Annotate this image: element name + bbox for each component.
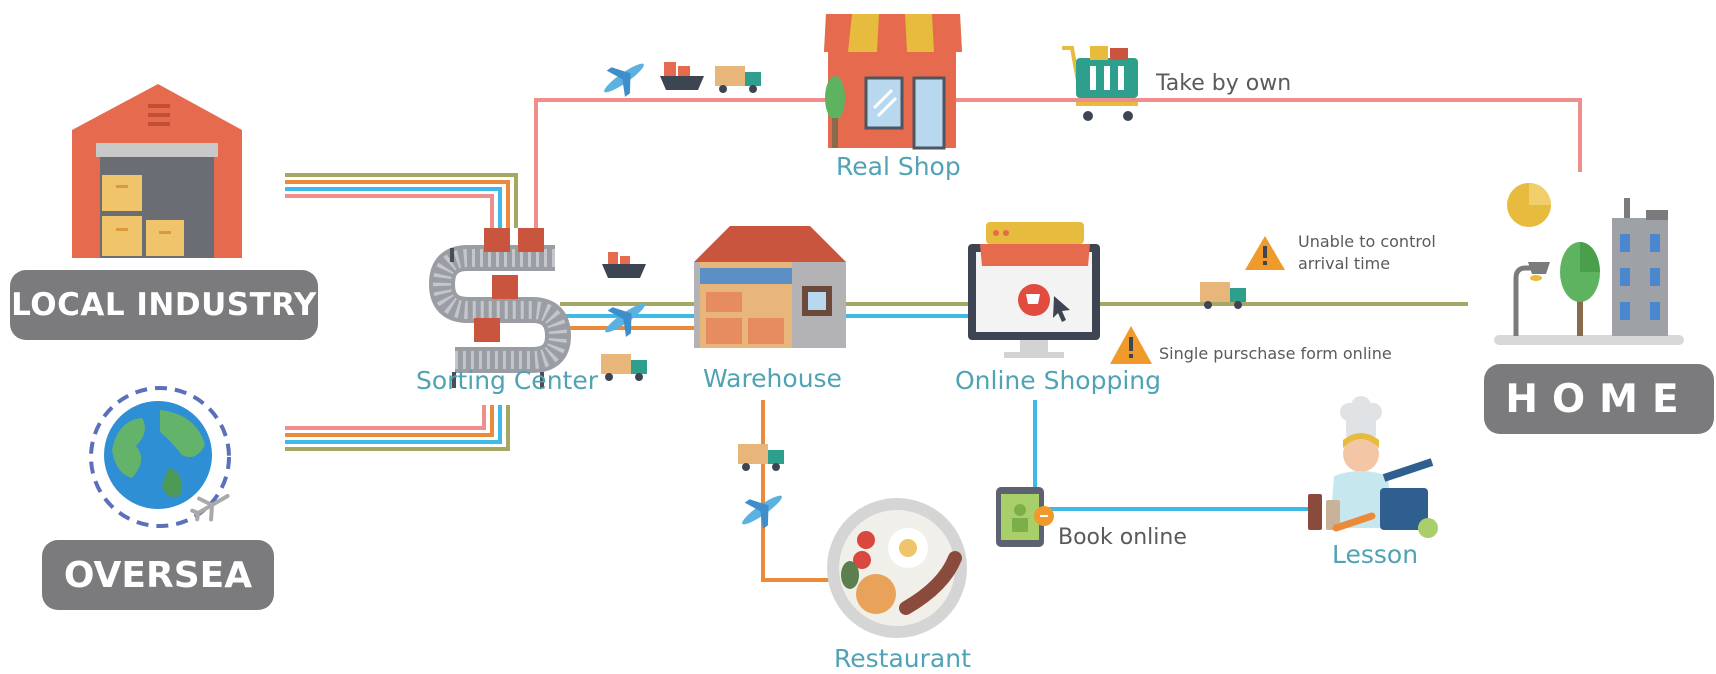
ship-icon — [602, 252, 646, 278]
airplane-icon — [742, 495, 782, 529]
take-by-own-label: Take by own — [1156, 71, 1292, 96]
line-oversea-pink — [285, 405, 486, 430]
plate-icon — [827, 498, 967, 638]
warehouse-label: Warehouse — [703, 364, 842, 393]
local-industry-badge: LOCAL INDUSTRY — [10, 270, 318, 340]
airplane-icon — [605, 303, 645, 337]
single-purchase-note: Single purschase form online — [1159, 344, 1392, 363]
shop-icon — [824, 14, 962, 150]
unable-control-note: Unable to control arrival time — [1298, 232, 1436, 273]
airplane-icon — [604, 63, 644, 97]
oversea-label: OVERSEA — [63, 554, 253, 596]
real-shop-label: Real Shop — [836, 152, 961, 181]
truck-icon — [738, 444, 784, 471]
truck-icon — [715, 66, 761, 93]
oversea-badge: OVERSEA — [42, 540, 274, 610]
chef-icon — [1308, 396, 1438, 538]
factory-icon — [72, 84, 242, 258]
line-local-orange — [285, 180, 510, 228]
line-oversea-blue — [285, 405, 502, 444]
line-local-pink — [285, 194, 494, 228]
line-os-lesson-blue — [1033, 400, 1310, 511]
local-industry-label: LOCAL INDUSTRY — [11, 287, 317, 323]
restaurant-label: Restaurant — [834, 644, 971, 673]
book-online-label: Book online — [1058, 525, 1187, 550]
route-lines — [285, 98, 1582, 582]
warning-icon — [1110, 326, 1152, 364]
ship-icon — [660, 62, 704, 90]
conveyor-icon — [428, 228, 572, 388]
line-local-olive — [285, 173, 518, 228]
cart-icon — [1062, 46, 1138, 121]
warning-icon — [1245, 236, 1285, 270]
truck-icon — [601, 354, 647, 381]
line-local-blue — [285, 187, 502, 228]
line-wh-rest-orange — [761, 400, 835, 582]
sorting-center-label: Sorting Center — [416, 366, 598, 395]
line-oversea-orange — [285, 405, 494, 437]
line-oversea-olive — [285, 405, 510, 451]
lesson-label: Lesson — [1332, 540, 1419, 569]
globe-icon — [89, 386, 231, 528]
home-scene-icon — [1494, 183, 1684, 345]
home-label: HOME — [1505, 376, 1693, 422]
online-shopping-label: Online Shopping — [955, 366, 1161, 395]
monitor-icon — [968, 222, 1100, 358]
warehouse-icon — [694, 226, 846, 348]
home-badge: HOME — [1484, 364, 1714, 434]
truck-icon — [1200, 282, 1246, 309]
tablet-icon — [996, 487, 1054, 547]
line-pink-top — [534, 98, 1582, 228]
airplane-icon — [190, 494, 230, 522]
